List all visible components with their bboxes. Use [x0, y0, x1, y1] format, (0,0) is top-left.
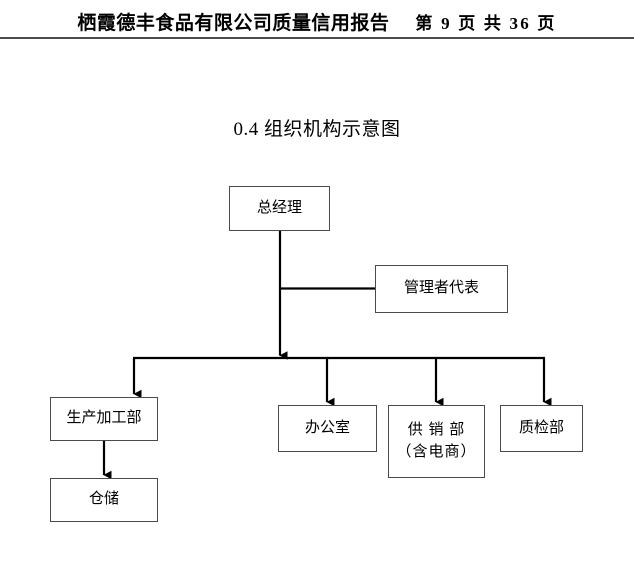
node-production-processing-dept[interactable]: 生产加工部 — [50, 397, 158, 441]
node-sales-dept[interactable]: 供 销 部 （含电商） — [388, 405, 485, 478]
node-management-representative[interactable]: 管理者代表 — [375, 265, 508, 313]
node-general-manager[interactable]: 总经理 — [229, 186, 330, 231]
page-header: 栖霞德丰食品有限公司质量信用报告 第 9 页 共 36 页 — [0, 0, 634, 38]
node-quality-inspection-dept[interactable]: 质检部 — [500, 405, 583, 452]
node-management-representative-label: 管理者代表 — [403, 280, 479, 297]
node-warehousing[interactable]: 仓储 — [50, 478, 158, 522]
node-office-label: 办公室 — [304, 419, 350, 436]
node-office[interactable]: 办公室 — [278, 405, 377, 452]
page-indicator: 第 9 页 共 36 页 — [415, 13, 557, 33]
node-quality-inspection-dept-label: 质检部 — [518, 419, 564, 436]
node-general-manager-label: 总经理 — [256, 199, 302, 216]
header-inner: 栖霞德丰食品有限公司质量信用报告 第 9 页 共 36 页 — [77, 8, 556, 35]
node-sales-dept-sublabel: （含电商） — [396, 443, 477, 460]
header-divider — [0, 37, 634, 39]
node-sales-dept-label: 供 销 部 — [407, 421, 466, 438]
report-title: 栖霞德丰食品有限公司质量信用报告 — [77, 12, 390, 34]
node-production-processing-dept-label: 生产加工部 — [66, 410, 142, 427]
node-warehousing-label: 仓储 — [88, 491, 119, 508]
section-heading: 0.4 组织机构示意图 — [233, 119, 401, 140]
